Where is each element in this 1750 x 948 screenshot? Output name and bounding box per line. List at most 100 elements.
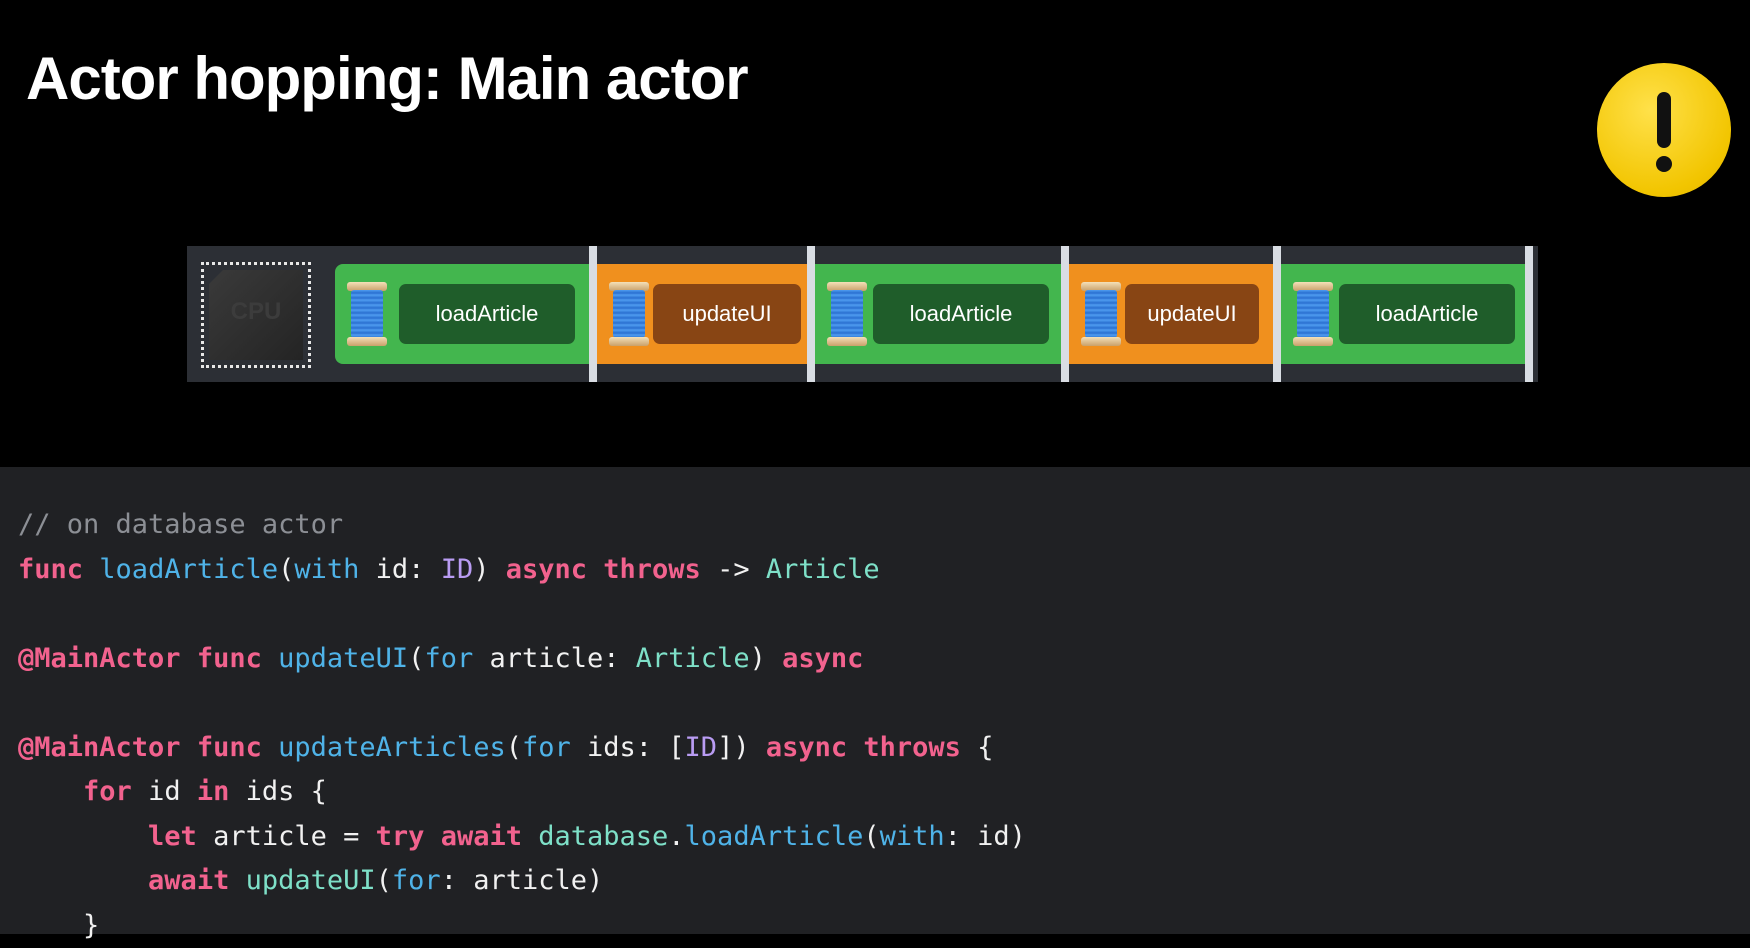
thread-spool-icon	[607, 282, 651, 346]
thread-timeline: CPU loadArticle updateUI loadArticle update…	[187, 246, 1538, 382]
code-token	[181, 643, 197, 674]
code-token: (	[863, 821, 879, 852]
code-token	[229, 865, 245, 896]
exclamation-warning-icon	[1597, 63, 1731, 197]
code-token: {	[961, 732, 994, 763]
code-token: @MainActor	[18, 732, 181, 763]
code-token: // on database actor	[18, 509, 343, 540]
code-token: (	[278, 554, 294, 585]
code-token	[18, 821, 148, 852]
function-label: loadArticle	[1339, 284, 1515, 344]
code-token: async	[782, 643, 863, 674]
function-label: loadArticle	[873, 284, 1049, 344]
code-token: for	[392, 865, 441, 896]
code-token: )	[750, 643, 783, 674]
code-token	[587, 554, 603, 585]
code-token: ids {	[229, 776, 327, 807]
function-label: updateUI	[1125, 284, 1259, 344]
code-token	[424, 821, 440, 852]
code-token: ->	[701, 554, 766, 585]
code-token: updateUI	[246, 865, 376, 896]
code-token	[522, 821, 538, 852]
timeline-segment-updateUI: updateUI	[597, 264, 807, 364]
code-token	[262, 732, 278, 763]
code-token: id:	[359, 554, 440, 585]
code-line: @MainActor func updateUI(for article: Ar…	[18, 637, 1026, 682]
code-token	[181, 732, 197, 763]
code-token: (	[408, 643, 424, 674]
timeline-divider	[1061, 246, 1069, 382]
code-token	[18, 865, 148, 896]
code-token: await	[148, 865, 229, 896]
code-token: for	[522, 732, 571, 763]
code-token: try	[376, 821, 425, 852]
code-token: let	[148, 821, 197, 852]
code-line: func loadArticle(with id: ID) async thro…	[18, 548, 1026, 593]
code-token: .	[668, 821, 684, 852]
warning-dot	[1656, 156, 1672, 172]
code-line: // on database actor	[18, 503, 1026, 548]
code-token	[847, 732, 863, 763]
timeline-segment-loadArticle: loadArticle	[815, 264, 1061, 364]
code-token: throws	[863, 732, 961, 763]
code-line: let article = try await database.loadArt…	[18, 815, 1026, 860]
code-line	[18, 592, 1026, 637]
timeline-divider	[807, 246, 815, 382]
code-token: async	[766, 732, 847, 763]
code-token: with	[880, 821, 945, 852]
timeline-divider	[1525, 246, 1533, 382]
code-token: func	[18, 554, 83, 585]
timeline-segment-loadArticle: loadArticle	[335, 264, 589, 364]
code-token	[18, 776, 83, 807]
code-token: loadArticle	[685, 821, 864, 852]
cpu-label: CPU	[201, 298, 311, 326]
code-token: for	[424, 643, 473, 674]
thread-spool-icon	[1291, 282, 1335, 346]
code-token: func	[197, 643, 262, 674]
code-token: article:	[473, 643, 636, 674]
code-token: ID	[441, 554, 474, 585]
code-token: article =	[197, 821, 376, 852]
code-token: with	[294, 554, 359, 585]
code-token: Article	[636, 643, 750, 674]
code-token: for	[83, 776, 132, 807]
slide-title: Actor hopping: Main actor	[26, 44, 748, 113]
code-line: await updateUI(for: article)	[18, 859, 1026, 904]
code-token: : article)	[441, 865, 604, 896]
function-label: loadArticle	[399, 284, 575, 344]
code-token: Article	[766, 554, 880, 585]
code-token: throws	[603, 554, 701, 585]
timeline-segment-loadArticle: loadArticle	[1281, 264, 1525, 364]
code-token: ids: [	[571, 732, 685, 763]
code-line: for id in ids {	[18, 770, 1026, 815]
code-token	[262, 643, 278, 674]
slide-header-area: Actor hopping: Main actor CPU loadArticl…	[0, 0, 1750, 467]
code-token: (	[376, 865, 392, 896]
thread-spool-icon	[825, 282, 869, 346]
code-token: func	[197, 732, 262, 763]
timeline-divider	[589, 246, 597, 382]
code-token: await	[441, 821, 522, 852]
code-token: loadArticle	[99, 554, 278, 585]
code-token: (	[506, 732, 522, 763]
timeline-segment-updateUI: updateUI	[1069, 264, 1273, 364]
code-token: async	[506, 554, 587, 585]
warning-bar	[1657, 92, 1671, 148]
code-token	[83, 554, 99, 585]
code-line: @MainActor func updateArticles(for ids: …	[18, 726, 1026, 771]
code-token: updateUI	[278, 643, 408, 674]
thread-spool-icon	[1079, 282, 1123, 346]
function-label: updateUI	[653, 284, 801, 344]
code-token: : id)	[945, 821, 1026, 852]
code-token: database	[538, 821, 668, 852]
code-line: }	[18, 904, 1026, 948]
code-line	[18, 681, 1026, 726]
code-token: @MainActor	[18, 643, 181, 674]
code-token: )	[473, 554, 506, 585]
cpu-icon: CPU	[201, 262, 311, 368]
code-token: ID	[685, 732, 718, 763]
code-token: id	[132, 776, 197, 807]
timeline-divider	[1273, 246, 1281, 382]
